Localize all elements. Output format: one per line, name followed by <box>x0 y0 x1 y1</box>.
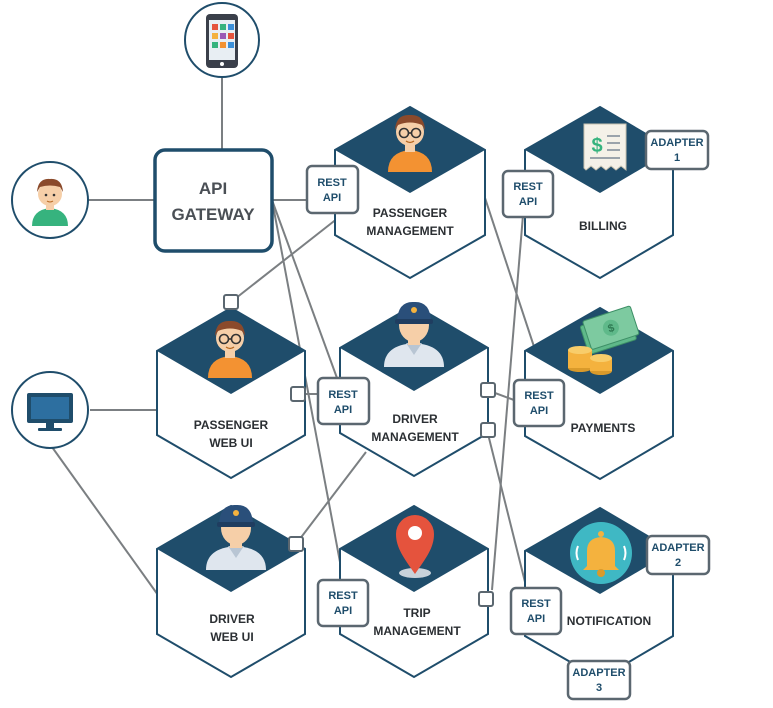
notification-label: NOTIFICATION <box>567 614 651 628</box>
billing-label: BILLING <box>579 219 627 233</box>
monitor-icon <box>27 393 73 431</box>
port-driver-mgmt-right-bottom <box>480 422 496 438</box>
rest-api-payments[interactable]: REST API <box>512 378 566 428</box>
rest-label-2: API <box>530 405 548 417</box>
map-pin-icon <box>396 515 434 578</box>
trip-mgmt-label-1: TRIP <box>403 606 430 620</box>
service-passenger-web-ui[interactable]: PASSENGER WEB UI <box>156 306 306 480</box>
api-gateway[interactable]: API GATEWAY <box>153 148 274 253</box>
trip-mgmt-to-billing-line <box>491 214 524 591</box>
user-avatar-icon <box>32 178 68 226</box>
gateway-line2: GATEWAY <box>171 205 255 224</box>
port-driver-web-right <box>288 536 304 552</box>
rest-label-2: API <box>334 605 352 617</box>
connector-ports <box>223 294 496 607</box>
service-billing[interactable]: $ BILLING <box>524 105 674 280</box>
rest-label-2: API <box>334 404 352 416</box>
port-trip-mgmt-right <box>478 591 494 607</box>
service-passenger-management[interactable]: PASSENGER MANAGEMENT <box>334 105 486 280</box>
passenger-mgmt-label-1: PASSENGER <box>373 206 448 220</box>
desktop-client[interactable] <box>11 371 89 449</box>
service-driver-management[interactable]: DRIVER MANAGEMENT <box>339 301 489 478</box>
passenger-web-label-1: PASSENGER <box>194 418 269 432</box>
bell-icon <box>570 522 632 584</box>
gateway-to-trip-mgmt-line <box>271 199 344 579</box>
rest-label-1: REST <box>328 590 358 602</box>
rest-label-2: API <box>519 196 537 208</box>
rest-api-notification[interactable]: REST API <box>509 586 563 636</box>
rest-api-billing[interactable]: REST API <box>501 169 555 219</box>
rest-label-2: API <box>323 192 341 204</box>
user-client[interactable] <box>11 161 89 239</box>
service-driver-web-ui[interactable]: DRIVER WEB UI <box>156 504 306 679</box>
adapter-3-label-1: ADAPTER <box>572 667 625 679</box>
rest-label-1: REST <box>317 177 347 189</box>
svg-text:$: $ <box>591 135 602 157</box>
driver-mgmt-to-notification-line <box>486 429 530 599</box>
service-payments[interactable]: $ PAYMENTS <box>524 305 674 481</box>
driver-mgmt-label-2: MANAGEMENT <box>371 430 459 444</box>
port-passenger-web-right <box>290 386 306 402</box>
rest-label-1: REST <box>513 181 543 193</box>
port-passenger-web-top <box>223 294 239 310</box>
driver-web-label-1: DRIVER <box>209 612 255 626</box>
desktop-to-driver-web-line <box>51 446 159 596</box>
rest-api-trip-mgmt[interactable]: REST API <box>316 578 370 628</box>
mobile-client[interactable] <box>184 2 260 78</box>
rest-label-1: REST <box>328 389 358 401</box>
payments-label: PAYMENTS <box>571 421 636 435</box>
rest-label-1: REST <box>521 598 551 610</box>
adapter-2-label-1: ADAPTER <box>651 542 704 554</box>
adapter-1-label-1: ADAPTER <box>650 137 703 149</box>
adapter-3[interactable]: ADAPTER 3 <box>566 659 632 701</box>
service-trip-management[interactable]: TRIP MANAGEMENT <box>339 504 489 679</box>
trip-mgmt-label-2: MANAGEMENT <box>373 624 461 638</box>
adapter-1[interactable]: ADAPTER 1 <box>644 129 710 171</box>
invoice-icon: $ <box>583 123 627 172</box>
driver-mgmt-label-1: DRIVER <box>392 412 438 426</box>
port-driver-mgmt-right-top <box>480 382 496 398</box>
adapter-2[interactable]: ADAPTER 2 <box>645 534 711 576</box>
driver-web-label-2: WEB UI <box>210 630 253 644</box>
rest-label-2: API <box>527 613 545 625</box>
adapter-1-label-2: 1 <box>674 152 680 164</box>
mobile-phone-icon <box>206 14 238 68</box>
money-icon: $ <box>568 305 640 375</box>
driver-web-to-driver-mgmt-line <box>295 451 367 545</box>
service-notification[interactable]: NOTIFICATION <box>524 506 674 681</box>
adapter-3-label-2: 3 <box>596 682 602 694</box>
passenger-web-to-passenger-mgmt-line <box>230 217 339 303</box>
gateway-to-driver-mgmt-line <box>271 199 338 379</box>
rest-api-driver-mgmt[interactable]: REST API <box>316 376 371 426</box>
rest-api-passenger-mgmt[interactable]: REST API <box>305 164 360 215</box>
passenger-mgmt-label-2: MANAGEMENT <box>366 224 454 238</box>
svg-text:$: $ <box>606 322 616 335</box>
gateway-line1: API <box>199 179 227 198</box>
adapter-2-label-2: 2 <box>675 557 681 569</box>
passenger-web-label-2: WEB UI <box>209 436 252 450</box>
rest-label-1: REST <box>524 390 554 402</box>
